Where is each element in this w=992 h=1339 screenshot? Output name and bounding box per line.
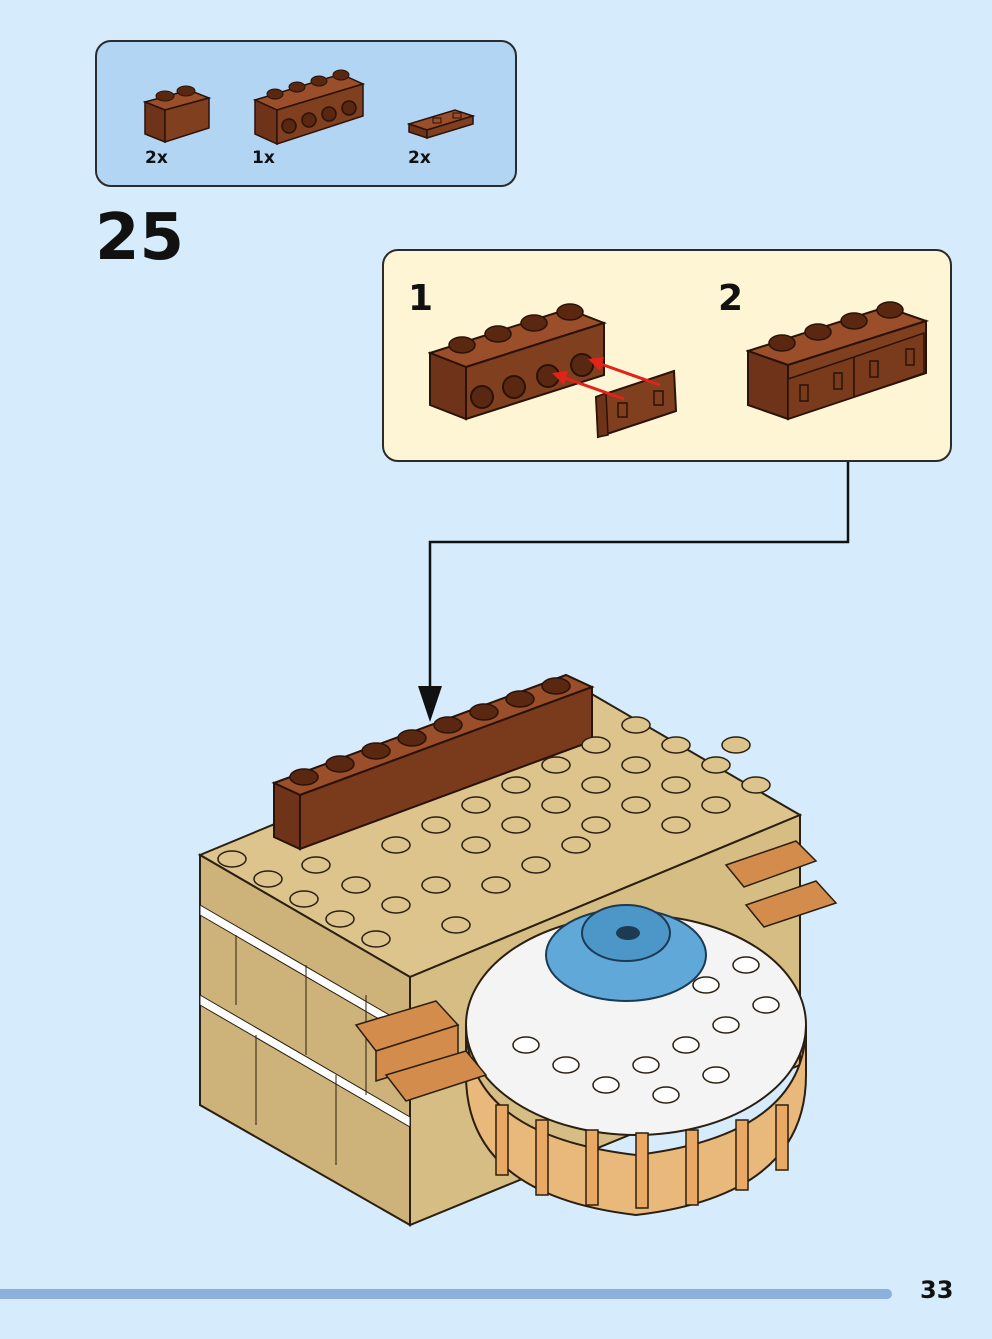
part-qty-1: 2x <box>145 148 168 168</box>
parts-list-box: 2x 1x 2x <box>95 40 517 187</box>
subassembly-box: 1 2 <box>382 249 952 462</box>
substep-2-illustration <box>746 301 930 421</box>
part-qty-2: 1x <box>252 148 275 168</box>
footer-bar <box>0 1289 892 1299</box>
part-brick-1x4-side-studs <box>252 69 366 146</box>
part-brick-1x2 <box>142 85 212 144</box>
page-number: 33 <box>920 1276 954 1304</box>
step-number: 25 <box>95 201 185 275</box>
main-model-illustration <box>197 673 838 1227</box>
substep-label-2: 2 <box>718 278 744 319</box>
part-qty-3: 2x <box>408 148 431 168</box>
substep-label-1: 1 <box>408 278 434 319</box>
part-tile-1x2-grooved <box>407 109 475 140</box>
substep-1-illustration <box>428 303 678 439</box>
